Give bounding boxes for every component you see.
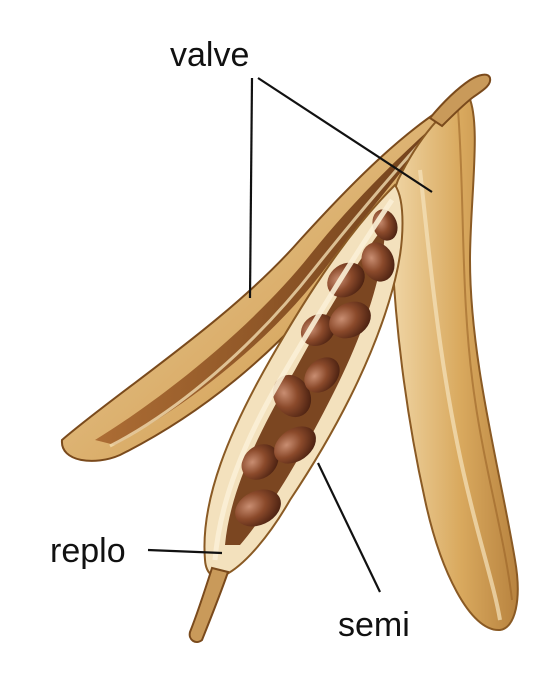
right-valve bbox=[391, 95, 518, 630]
valve-leader-left bbox=[250, 78, 252, 298]
semi-leader bbox=[318, 463, 380, 592]
pod-stalk-bottom bbox=[190, 568, 228, 642]
label-replo: replo bbox=[50, 532, 126, 570]
label-semi: semi bbox=[338, 606, 410, 644]
label-valve: valve bbox=[170, 36, 249, 74]
